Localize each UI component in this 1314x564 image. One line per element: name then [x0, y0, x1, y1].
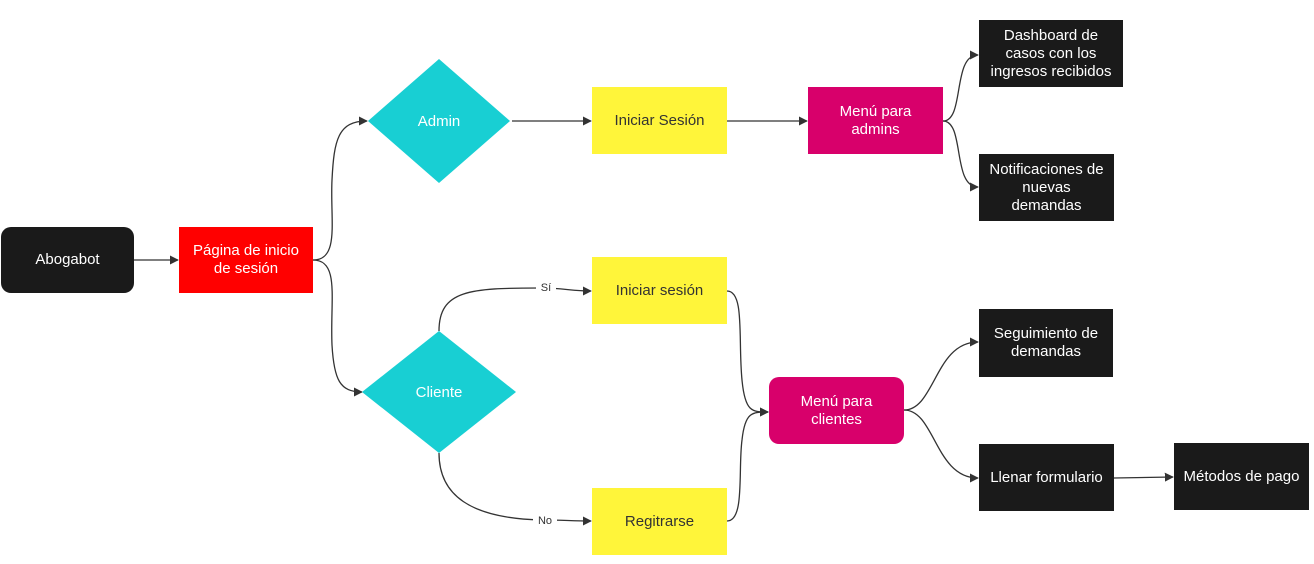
decision-cliente-label: Cliente [416, 384, 463, 401]
edge-client-menu-to-tracking [903, 337, 979, 411]
decision-admin-shape [368, 59, 510, 183]
edge-admin-menu-to-dashboard [942, 50, 979, 122]
edge-client-login-to-client-menu [726, 290, 769, 417]
node-admin-login: Iniciar Sesión [592, 87, 727, 154]
edge-cliente-to-register [438, 452, 592, 526]
node-tracking: Seguimiento de demandas [979, 309, 1113, 377]
decision-cliente-shape [362, 331, 516, 453]
node-abogabot: Abogabot [1, 227, 134, 293]
edge-label-no-bg [533, 513, 557, 527]
node-client-login: Iniciar sesión [592, 257, 727, 324]
edge-login-page-to-admin [312, 116, 368, 261]
edge-cliente-to-client-login [438, 286, 592, 332]
node-fill-form: Llenar formulario [979, 444, 1114, 511]
node-payment: Métodos de pago [1174, 443, 1309, 510]
edge-register-to-client-menu [726, 407, 769, 522]
edge-admin-menu-to-notifications [942, 120, 979, 192]
edge-login-page-to-cliente [312, 259, 363, 397]
edge-label-yes-bg [536, 280, 556, 294]
node-client-menu: Menú para clientes [769, 377, 904, 444]
edge-label-no: No [538, 515, 552, 527]
node-dashboard: Dashboard de casos con los ingresos reci… [979, 20, 1123, 87]
edge-fill-form-to-payment [1113, 472, 1174, 482]
node-login-page: Página de inicio de sesión [179, 227, 313, 293]
edge-label-yes: Sí [541, 282, 551, 294]
edge-client-menu-to-fill-form [903, 409, 979, 483]
node-notifications: Notificaciones de nuevas demandas [979, 154, 1114, 221]
node-register: Regitrarse [592, 488, 727, 555]
decision-admin-label: Admin [418, 113, 461, 130]
node-admin-menu: Menú para admins [808, 87, 943, 154]
